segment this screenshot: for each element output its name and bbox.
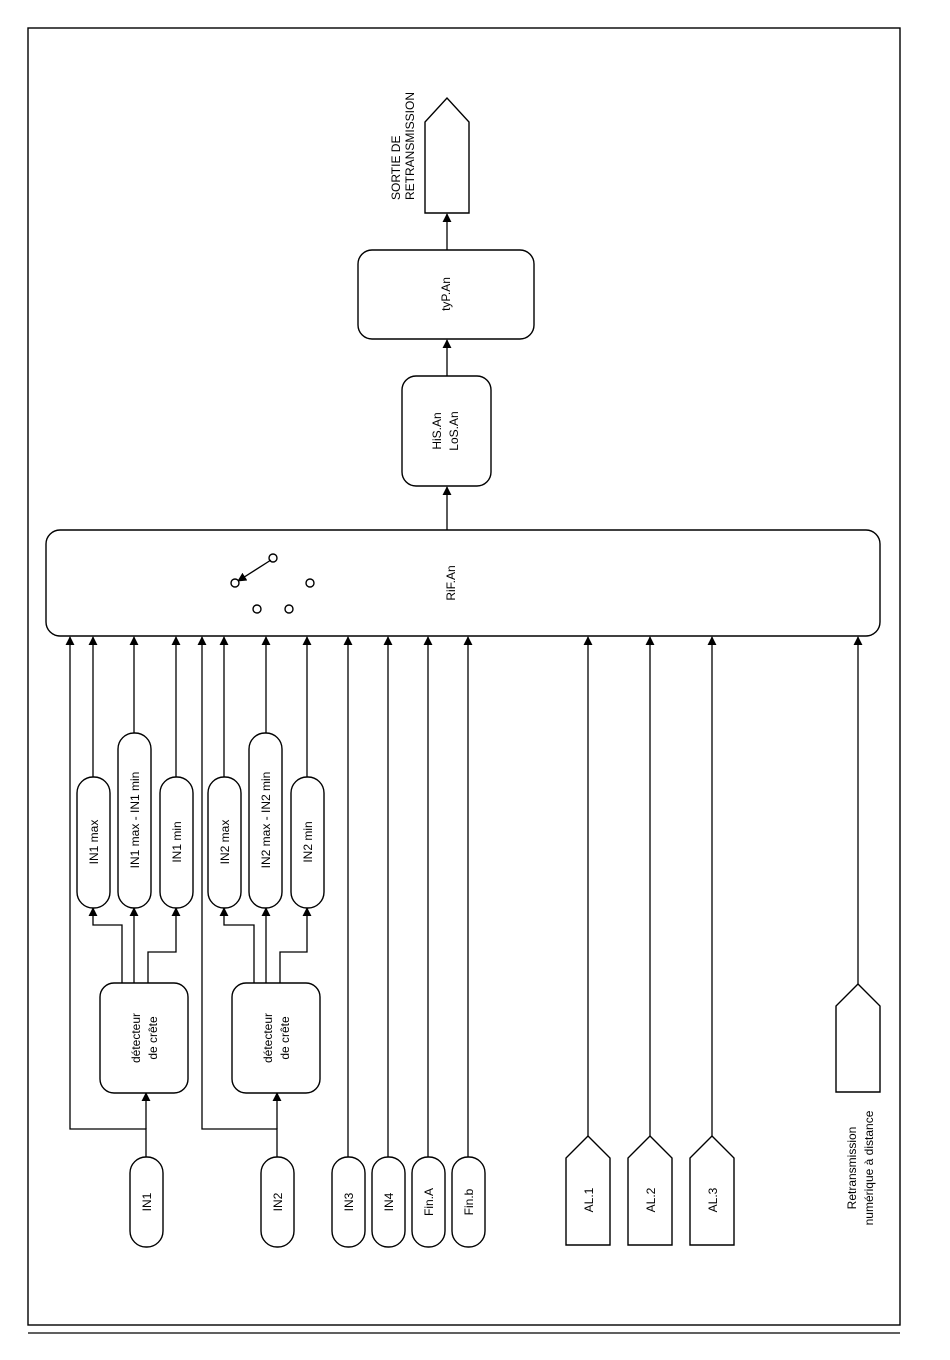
- remote-retransmission-input: Retransmission numérique à distance: [836, 984, 880, 1225]
- in2-min-pill: IN2 min: [291, 777, 324, 908]
- al2-input: AL.2: [628, 1136, 672, 1245]
- los-an-label: LoS.An: [447, 411, 461, 450]
- in1-min-label: IN1 min: [170, 821, 184, 862]
- in1-label: IN1: [140, 1192, 154, 1211]
- in3-label: IN3: [342, 1192, 356, 1211]
- in2-peak-detector: détecteur de crête: [232, 983, 320, 1093]
- in2-diff-pill: IN2 max - IN2 min: [249, 733, 282, 908]
- al3-label: AL.3: [706, 1187, 720, 1212]
- output-label-line2: RETRANSMISSION: [403, 92, 417, 200]
- page-frame: [28, 28, 900, 1325]
- in1-peak-detector: détecteur de crête: [100, 983, 188, 1093]
- in4-input: IN4: [372, 1157, 405, 1247]
- in2-max-label: IN2 max: [218, 820, 232, 865]
- in2-min-label: IN2 min: [301, 821, 315, 862]
- in1-diff-pill: IN1 max - IN1 min: [118, 733, 151, 908]
- al1-input: AL.1: [566, 1136, 610, 1245]
- al3-input: AL.3: [690, 1136, 734, 1245]
- fin-a-input: Fin.A: [412, 1157, 445, 1247]
- in1-peak-to-min: [148, 908, 176, 983]
- in2-max-pill: IN2 max: [208, 777, 241, 908]
- typ-an-label: tyP.An: [439, 277, 453, 311]
- rif-an-selector-block: RiF.An: [46, 530, 880, 636]
- al1-label: AL.1: [582, 1187, 596, 1212]
- in2-peak-to-max: [224, 908, 254, 983]
- remote-label-line2: numérique à distance: [862, 1110, 876, 1225]
- remote-label-line1: Retransmission: [845, 1127, 859, 1210]
- in2-label: IN2: [271, 1192, 285, 1211]
- fin-a-label: Fin.A: [422, 1188, 436, 1216]
- in1-max-label: IN1 max: [87, 820, 101, 865]
- output-connector: SORTIE DE RETRANSMISSION: [389, 92, 469, 213]
- in1-input: IN1: [130, 1157, 163, 1247]
- in1-max-pill: IN1 max: [77, 777, 110, 908]
- al2-label: AL.2: [644, 1187, 658, 1212]
- in1-diff-label: IN1 max - IN1 min: [128, 772, 142, 869]
- in1-peak-to-max: [93, 908, 122, 983]
- in1-min-pill: IN1 min: [160, 777, 193, 908]
- typ-an-block: tyP.An: [358, 250, 534, 339]
- fin-b-label: Fin.b: [462, 1188, 476, 1215]
- in2-peak-line2: de crête: [278, 1016, 292, 1060]
- in2-input: IN2: [261, 1157, 294, 1247]
- rif-an-label: RiF.An: [444, 565, 458, 600]
- in1-peak-line2: de crête: [146, 1016, 160, 1060]
- output-label-line1: SORTIE DE: [389, 136, 403, 200]
- his-an-label: HiS.An: [430, 412, 444, 449]
- in2-peak-to-min: [280, 908, 307, 983]
- fin-b-input: Fin.b: [452, 1157, 485, 1247]
- in2-diff-label: IN2 max - IN2 min: [259, 772, 273, 869]
- in3-input: IN3: [332, 1157, 365, 1247]
- in1-peak-line1: détecteur: [129, 1013, 143, 1063]
- in4-label: IN4: [382, 1192, 396, 1211]
- scale-block: HiS.An LoS.An: [402, 376, 491, 486]
- in2-peak-line1: détecteur: [261, 1013, 275, 1063]
